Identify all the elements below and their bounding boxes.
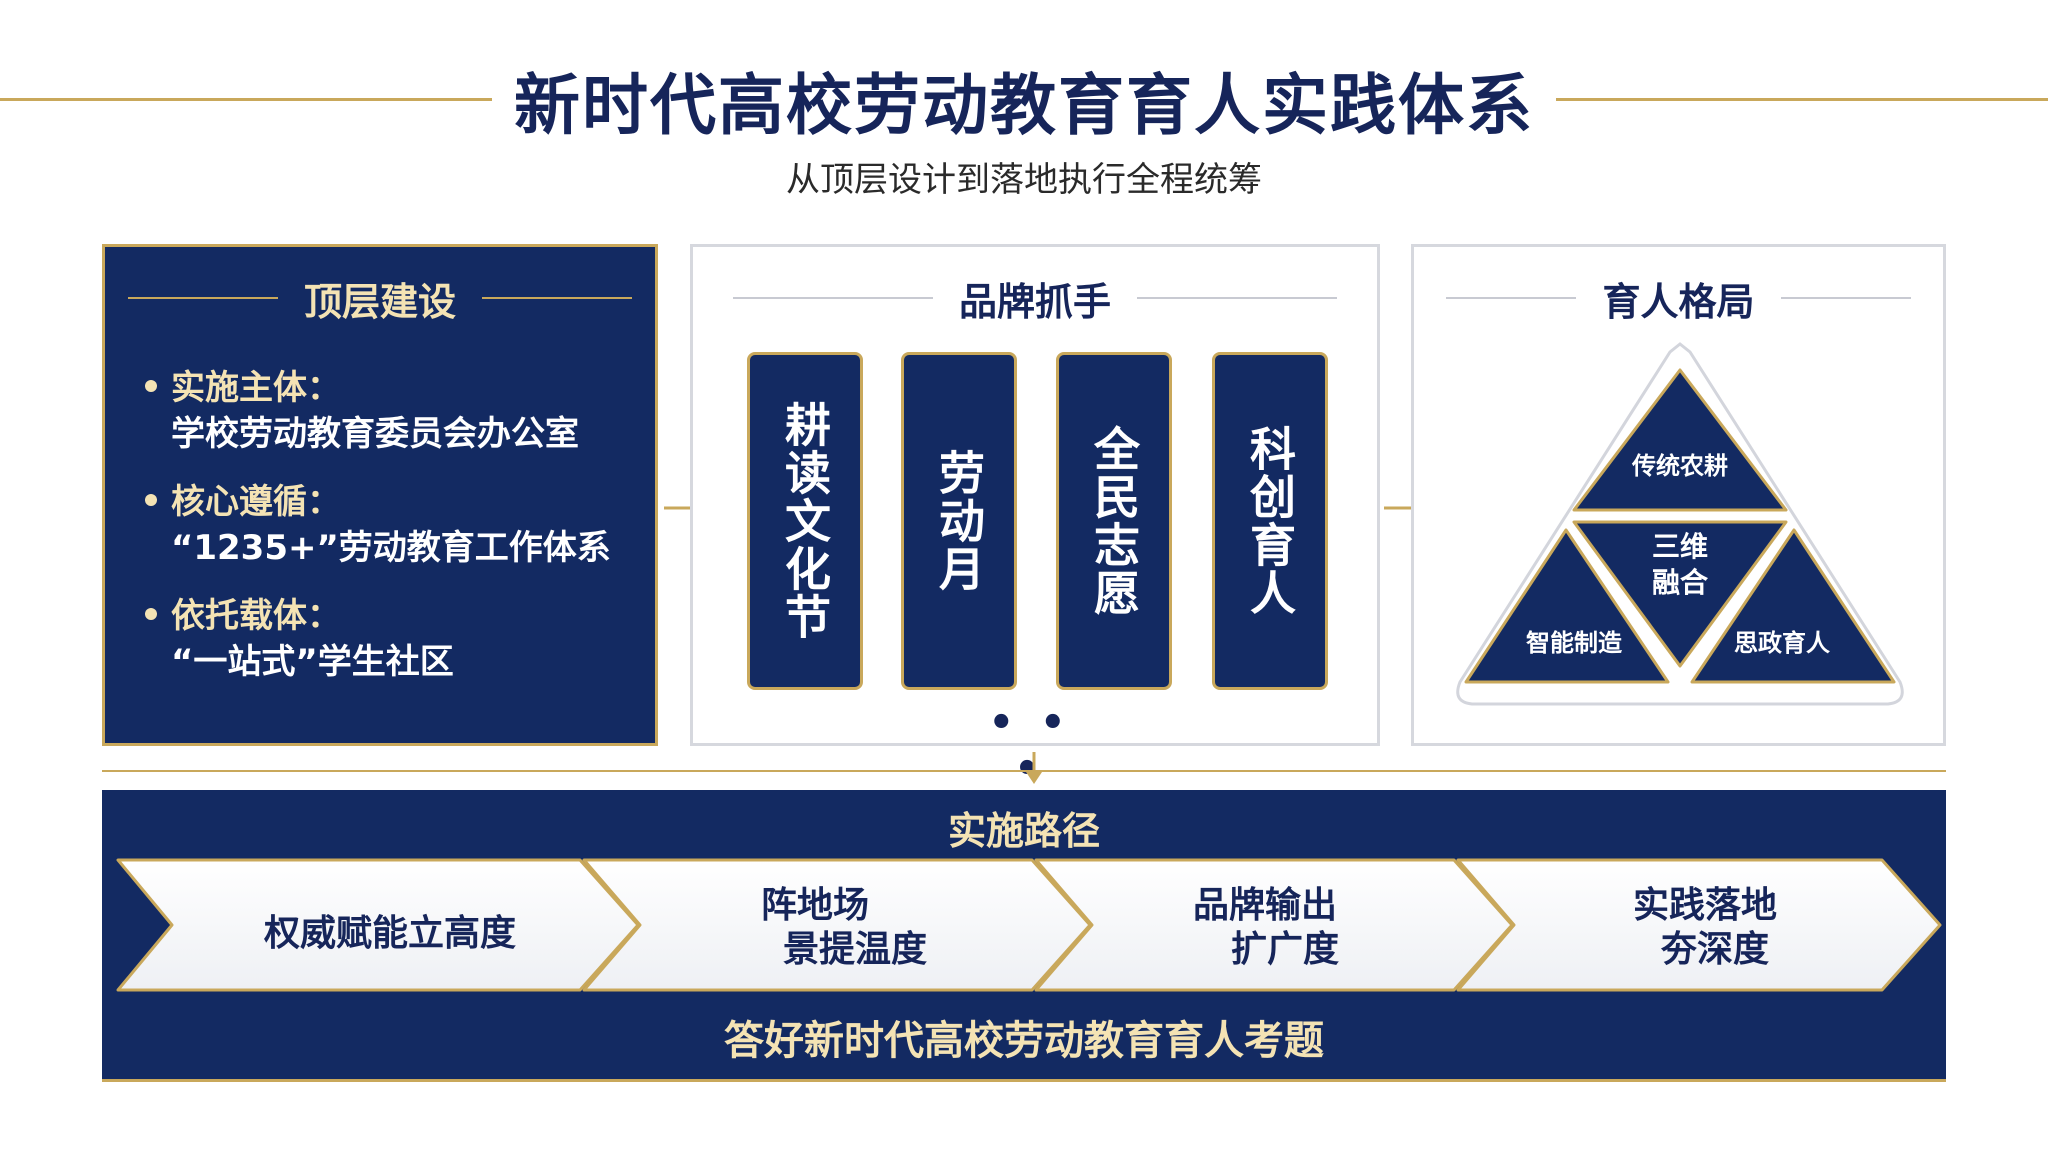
- triangle-center-label-2: 融合: [1652, 566, 1709, 599]
- top-level-heading: 顶层建设: [105, 273, 655, 324]
- path-step-line1: 品牌输出: [1192, 885, 1337, 926]
- triangle-diagram: 传统农耕 三维 融合 智能制造 思政育人: [1456, 342, 1904, 706]
- brand-card: 劳动月: [901, 352, 1017, 690]
- heading-rule-left: [732, 297, 933, 299]
- chevron-step-2: [582, 858, 1092, 992]
- heading-rule-right: [1780, 297, 1911, 299]
- path-step: 权威赋能立高度: [200, 912, 580, 956]
- triangle-center-label-1: 三维: [1652, 530, 1708, 563]
- triangle-left-label: 智能制造: [1526, 629, 1622, 657]
- triangle-top-label: 传统农耕: [1631, 452, 1728, 480]
- path-step: 品牌输出 扩广度: [1105, 884, 1465, 972]
- triangle-center: [1572, 520, 1788, 668]
- arrow-down-icon: [1026, 752, 1042, 784]
- item-value: “一站式”学生社区: [171, 642, 454, 682]
- heading-rule-right: [1137, 297, 1337, 299]
- top-level-heading-text: 顶层建设: [303, 279, 456, 324]
- chevron-step-1: [116, 858, 640, 992]
- list-item: 依托载体： “一站式”学生社区: [145, 593, 635, 685]
- brand-heading: 品牌抓手: [693, 273, 1377, 324]
- brand-card-label: 科创育人: [1243, 425, 1297, 617]
- item-label: 实施主体：: [171, 368, 341, 408]
- heading-rule-left: [1446, 297, 1577, 299]
- list-item: 实施主体： 学校劳动教育委员会办公室: [145, 365, 635, 457]
- chevron-step-3: [1034, 858, 1514, 992]
- path-step-line1: 权威赋能立高度: [263, 913, 516, 954]
- path-step-line2: 扩广度: [1230, 929, 1339, 970]
- path-step-line1: 实践落地: [1632, 885, 1777, 926]
- pattern-heading-text: 育人格局: [1602, 279, 1755, 324]
- top-level-panel: 顶层建设 实施主体： 学校劳动教育委员会办公室 核心遵循： “1235+”劳动教…: [102, 244, 658, 746]
- brand-card-label: 耕读文化节: [778, 401, 832, 641]
- item-label: 依托载体：: [171, 596, 341, 636]
- triangle-right: [1690, 528, 1896, 684]
- pattern-heading: 育人格局: [1414, 273, 1943, 324]
- bullet-dot-icon: [145, 493, 157, 506]
- band-title: 实施路径: [947, 809, 1100, 853]
- brand-heading-text: 品牌抓手: [958, 279, 1111, 324]
- brand-card: 全民志愿: [1056, 352, 1172, 690]
- top-level-list: 实施主体： 学校劳动教育委员会办公室 核心遵循： “1235+”劳动教育工作体系…: [145, 365, 635, 707]
- bullet-dot-icon: [145, 379, 157, 392]
- path-step-line2: 夯深度: [1660, 929, 1769, 970]
- brand-card-label: 全民志愿: [1087, 425, 1141, 617]
- chevron-flow: [116, 858, 1942, 992]
- brand-card-label: 劳动月: [932, 449, 986, 593]
- band-footer: 答好新时代高校劳动教育育人考题: [724, 1018, 1324, 1064]
- page-title: 新时代高校劳动教育育人实践体系: [514, 67, 1534, 144]
- triangle-left: [1464, 528, 1670, 684]
- path-step: 阵地场 景提温度: [665, 884, 1045, 972]
- path-step-line1: 阵地场: [760, 885, 869, 926]
- item-value: “1235+”劳动教育工作体系: [171, 528, 611, 568]
- band-rule: [102, 770, 1946, 772]
- item-value: 学校劳动教育委员会办公室: [171, 414, 579, 454]
- path-step: 实践落地 夯深度: [1535, 884, 1895, 972]
- brand-card: 科创育人: [1212, 352, 1328, 690]
- triangle-right-label: 思政育人: [1734, 629, 1830, 657]
- brand-card: 耕读文化节: [747, 352, 863, 690]
- title-rule-right: [1556, 98, 2048, 101]
- heading-rule-right: [482, 297, 632, 299]
- chevron-step-4: [1456, 858, 1942, 992]
- path-step-line2: 景提温度: [782, 929, 927, 970]
- heading-rule-left: [127, 297, 278, 299]
- page-subtitle: 从顶层设计到落地执行全程统筹: [786, 160, 1262, 200]
- item-label: 核心遵循：: [171, 482, 341, 522]
- more-ellipsis: • • •: [988, 700, 1072, 792]
- bullet-dot-icon: [145, 607, 157, 620]
- title-rule-left: [0, 98, 492, 101]
- list-item: 核心遵循： “1235+”劳动教育工作体系: [145, 479, 635, 571]
- triangle-top: [1572, 368, 1788, 512]
